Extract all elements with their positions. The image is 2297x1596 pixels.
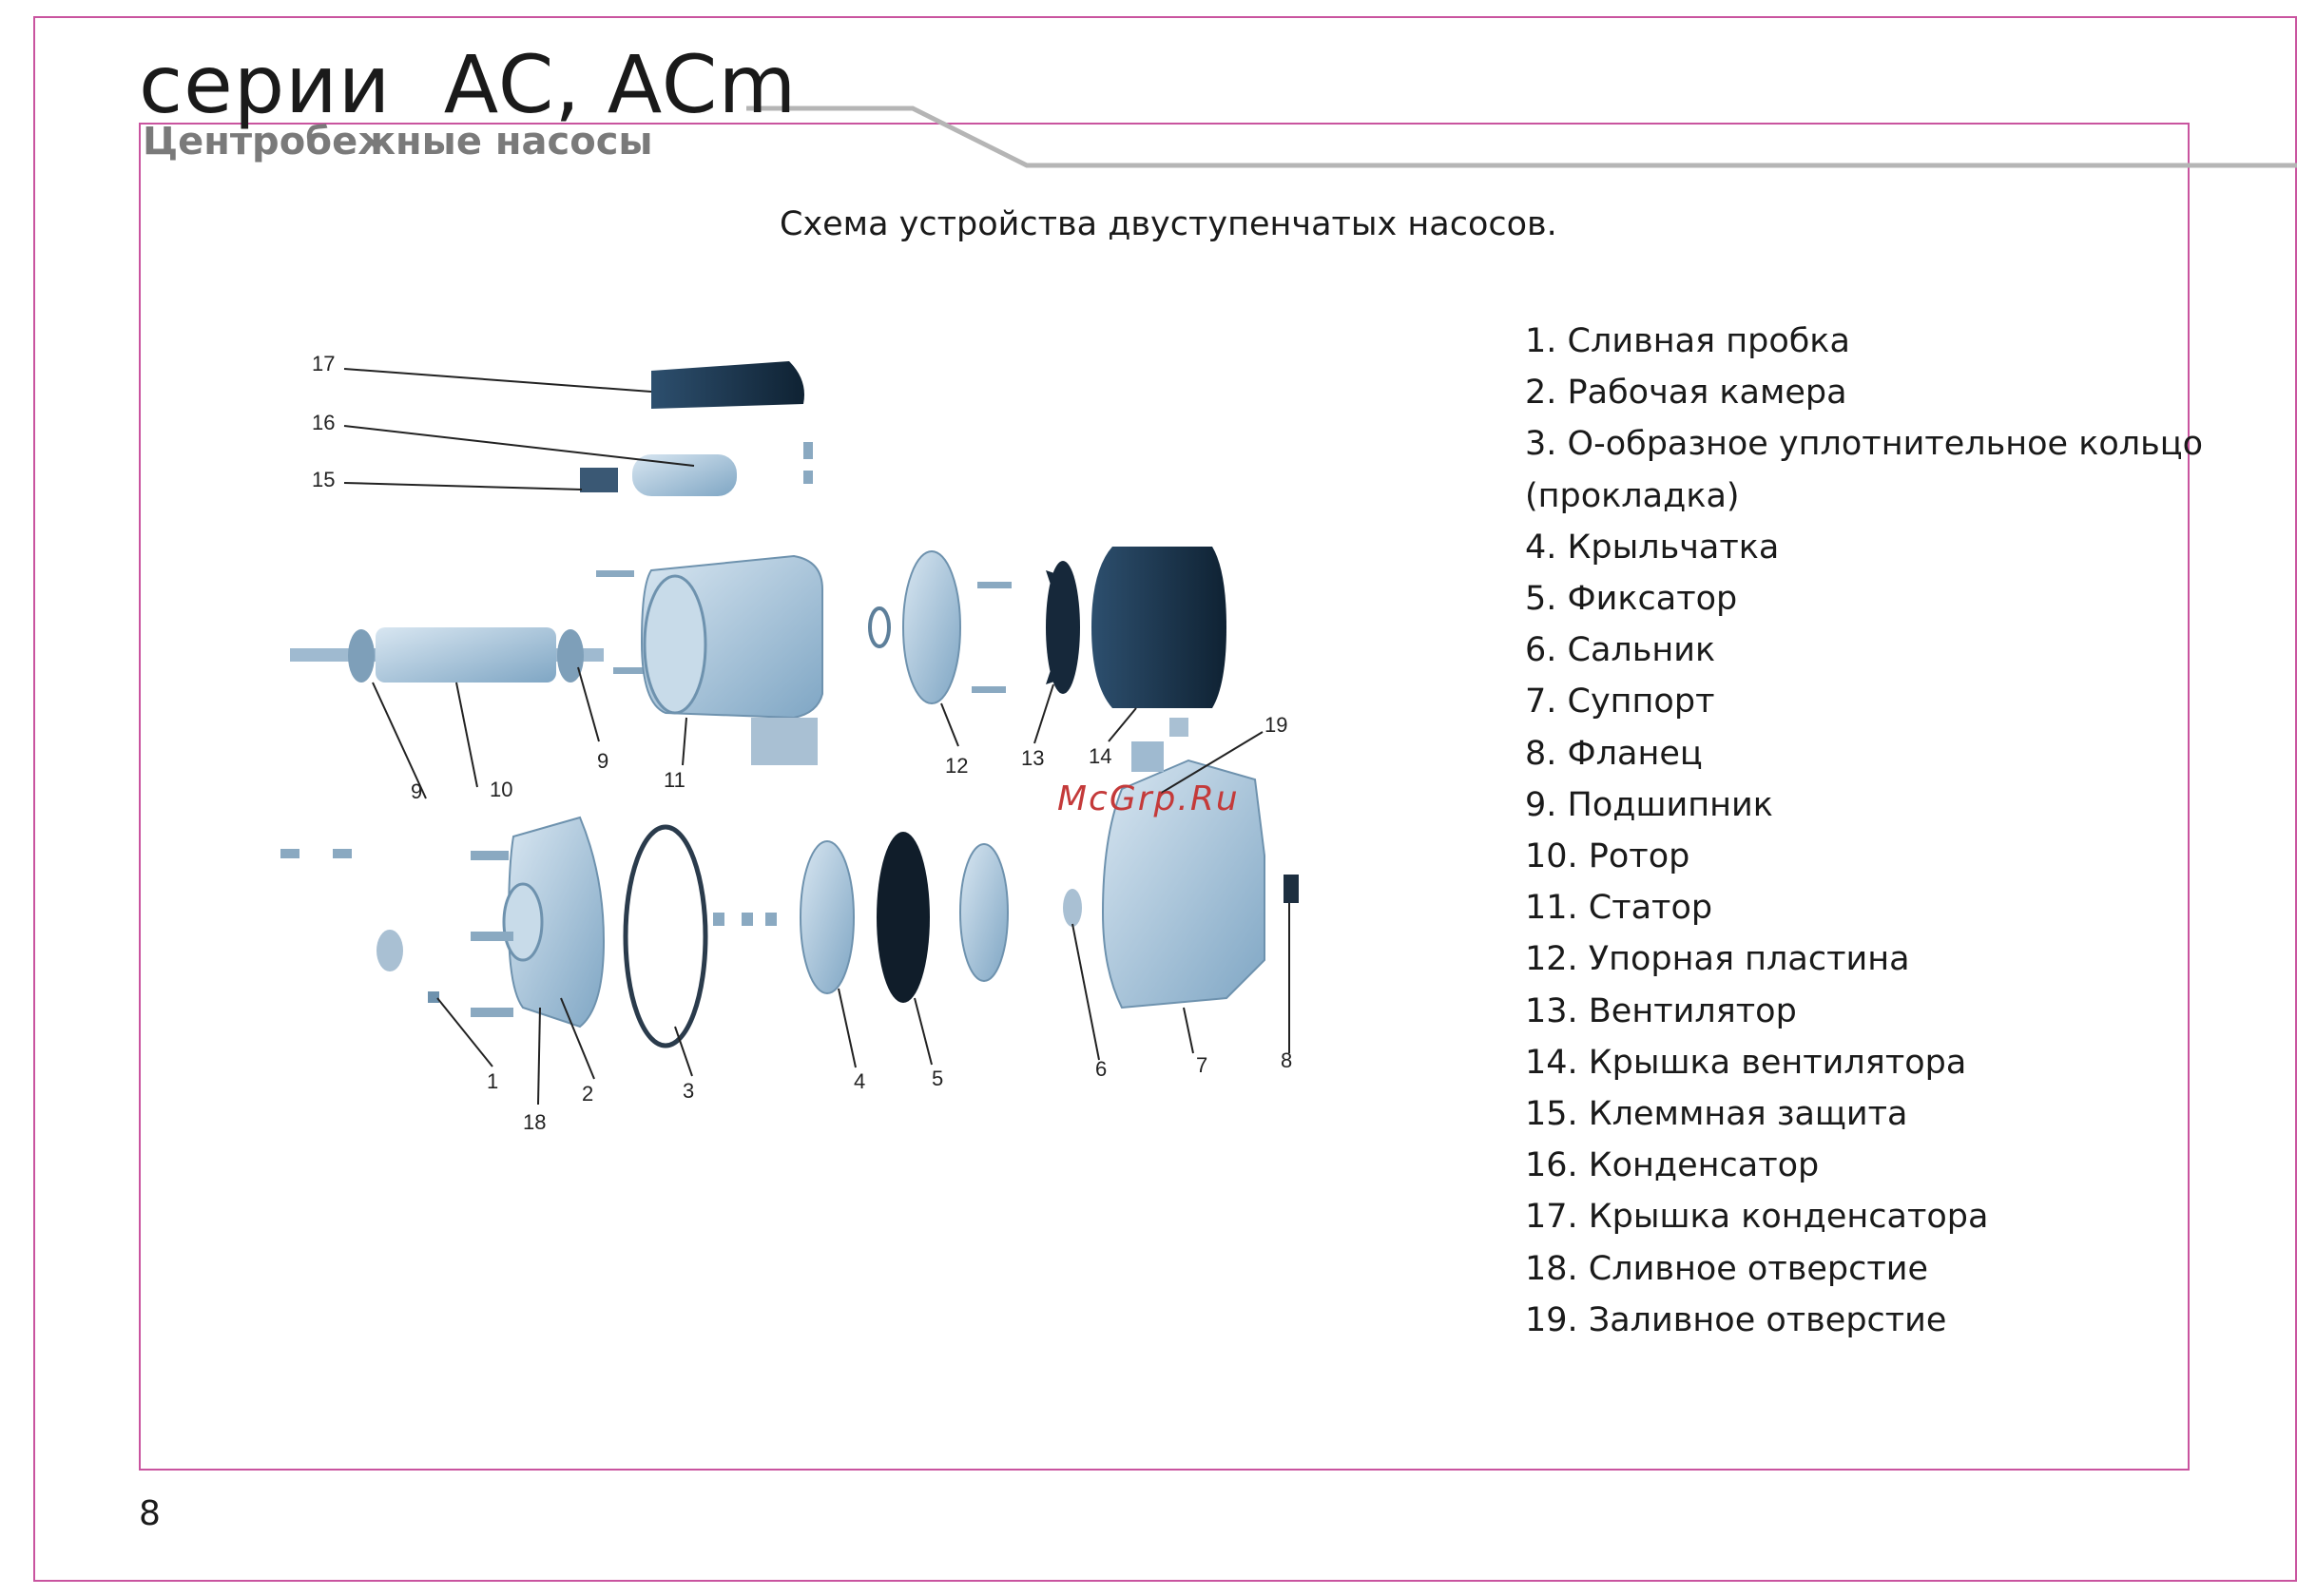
- parts-list-item: 13. Вентилятор: [1525, 991, 1797, 1030]
- parts-list-item: 2. Рабочая камера: [1525, 374, 1847, 413]
- parts-list-item: 12. Упорная пластина: [1525, 940, 1910, 979]
- diagram-label-13: 13: [1021, 746, 1044, 770]
- parts-list: 1. Сливная пробка 2. Рабочая камера 3. О…: [1525, 316, 2203, 1346]
- pump-exploded-diagram: 17 16 15 9 10 9 11 12 13 14 19 1 18 2 3 …: [280, 352, 1299, 1134]
- fan-shape: [1046, 561, 1080, 694]
- page-number: 8: [139, 1494, 161, 1533]
- bearing-right-shape: [557, 629, 584, 683]
- diagram-label-4: 4: [854, 1069, 865, 1093]
- parts-list-item: 16. Конденсатор: [1525, 1146, 1820, 1185]
- rotor-shape: [376, 627, 556, 683]
- diagram-label-17: 17: [312, 352, 335, 375]
- page-subtitle: Центробежные насосы: [143, 120, 653, 163]
- diagram-label-6: 6: [1095, 1057, 1107, 1081]
- diagram-label-12: 12: [945, 754, 968, 778]
- diagram-label-11: 11: [664, 768, 685, 792]
- capacitor-cover-shape: [651, 361, 804, 409]
- parts-list-item: 8. Фланец: [1525, 734, 1703, 773]
- diagram-label-19: 19: [1264, 713, 1287, 737]
- parts-list-item: 9. Подшипник: [1525, 785, 1773, 824]
- retainer-shape: [877, 832, 930, 1003]
- parts-list-item: 5. Фиксатор: [1525, 580, 1738, 619]
- drain-plug-ring-shape: [376, 930, 403, 971]
- parts-list-item: (прокладка): [1525, 476, 1740, 515]
- header-decor-line: [746, 106, 2297, 168]
- parts-list-item: 18. Сливное отверстие: [1525, 1249, 1929, 1288]
- parts-list-item: 7. Суппорт: [1525, 683, 1715, 721]
- page-title: серии AC, ACm: [139, 38, 798, 131]
- parts-list-item: 4. Крыльчатка: [1525, 528, 1780, 567]
- parts-list-item: 15. Клеммная защита: [1525, 1095, 1908, 1134]
- diagram-label-7: 7: [1196, 1053, 1207, 1077]
- thrust-plate-shape: [902, 550, 961, 704]
- diagram-label-5: 5: [932, 1067, 943, 1090]
- parts-list-item: 19. Заливное отверстие: [1525, 1300, 1947, 1339]
- o-ring-shape: [623, 824, 708, 1048]
- parts-list-item: 11. Статор: [1525, 889, 1713, 928]
- diagram-label-3: 3: [683, 1079, 694, 1103]
- capacitor-shape: [632, 454, 737, 496]
- diagram-label-8: 8: [1281, 1048, 1292, 1072]
- flange-shape: [1284, 875, 1299, 903]
- diagram-label-10: 10: [490, 778, 512, 801]
- parts-list-item: 6. Сальник: [1525, 631, 1716, 670]
- diagram-label-1: 1: [487, 1069, 498, 1093]
- terminal-guard-shape: [580, 468, 618, 492]
- diagram-label-14: 14: [1089, 744, 1111, 768]
- parts-list-item: 3. О-образное уплотнительное кольцо: [1525, 425, 2203, 464]
- page-outer-border: [33, 16, 2297, 1582]
- pump-support-shape: [1101, 759, 1265, 1010]
- parts-list-item: 1. Сливная пробка: [1525, 322, 1850, 360]
- content-border: [139, 123, 2190, 1471]
- fill-hole-shape: [1131, 741, 1164, 772]
- diagram-label-9-left: 9: [411, 779, 422, 803]
- watermark-text: McGrp.Ru: [1057, 779, 1240, 818]
- diagram-label-16: 16: [312, 411, 335, 434]
- leader-lines: [343, 368, 1290, 1106]
- parts-list-item: 10. Ротор: [1525, 837, 1690, 876]
- diagram-label-2: 2: [582, 1082, 593, 1106]
- bearing-left-shape: [348, 629, 375, 683]
- screws-shape: [596, 442, 1012, 693]
- diagram-label-18: 18: [523, 1110, 546, 1134]
- diagram-label-15: 15: [312, 468, 335, 491]
- fan-cover-shape: [1091, 547, 1226, 708]
- diagram-caption: Схема устройства двуступенчатых насосов.: [780, 205, 1557, 243]
- seal-shape: [1063, 889, 1082, 927]
- parts-list-item: 14. Крышка вентилятора: [1525, 1043, 1967, 1082]
- impeller-shape: [800, 840, 855, 994]
- parts-list-item: 17. Крышка конденсатора: [1525, 1198, 1989, 1237]
- diagram-label-9-right: 9: [597, 749, 608, 773]
